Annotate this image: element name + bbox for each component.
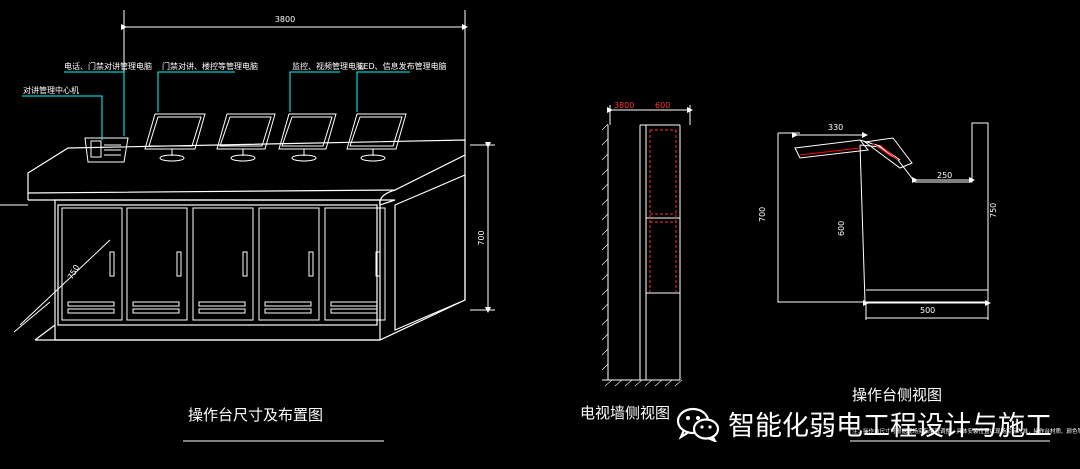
front-height-label: 700 xyxy=(477,230,486,245)
front-width-label: 3800 xyxy=(275,15,295,24)
side-dim-top: 330 xyxy=(828,123,843,132)
cabinet-doors xyxy=(61,207,386,321)
side-dim-right: 750 xyxy=(989,203,998,218)
side-dim-mid: 250 xyxy=(937,171,952,180)
watermark-text: 智能化弱电工程设计与施工 xyxy=(728,411,1052,442)
leader-lines xyxy=(22,71,410,140)
watermark: 智能化弱电工程设计与施工 xyxy=(676,404,1052,443)
intercom-phone xyxy=(84,137,129,163)
wechat-icon xyxy=(676,407,720,442)
label-led-pc: LED、信息发布管理电脑 xyxy=(359,61,447,71)
desk-body xyxy=(27,139,466,341)
tv-wall-dim-a: 3800 xyxy=(614,101,634,110)
front-height-dimension xyxy=(470,142,495,313)
side-dim-bottom: 500 xyxy=(920,306,935,315)
label-cctv-pc: 监控、视频管理电脑 xyxy=(292,61,364,71)
front-view-title: 操作台尺寸及布置图 xyxy=(188,406,323,424)
monitors xyxy=(144,113,407,162)
side-view-note: 注：操作台尺寸可根据现场实际情况调整，具体安装位置以现场实际为准，操作台材质、颜… xyxy=(852,427,1080,435)
tv-wall-title: 电视墙侧视图 xyxy=(580,404,670,422)
front-view: 3800 700 xyxy=(0,10,495,442)
side-dim-left: 700 xyxy=(758,207,767,222)
desk-side-red-details xyxy=(799,142,899,161)
front-depth-dimension xyxy=(0,204,111,333)
tv-wall-dim-b: 600 xyxy=(655,101,670,110)
side-dim-inner: 600 xyxy=(837,221,846,236)
tv-wall-view: 3800 600 电视墙侧视图 xyxy=(580,101,693,422)
side-view-title: 操作台侧视图 xyxy=(852,386,942,404)
front-depth-label: 750 xyxy=(66,263,81,281)
desk-side-view: 330 250 500 700 600 750 操作台侧视图 注：操作台尺寸可根… xyxy=(758,122,1080,442)
front-width-dimension xyxy=(121,10,468,140)
tv-wall-hidden-lines xyxy=(649,129,677,292)
label-access-bms-pc: 门禁对讲、楼控等管理电脑 xyxy=(162,61,258,71)
label-phone-access-pc: 电话、门禁对讲管理电脑 xyxy=(64,61,152,71)
tv-wall-hatch xyxy=(601,123,683,387)
label-intercom-center: 对讲管理中心机 xyxy=(23,85,79,95)
